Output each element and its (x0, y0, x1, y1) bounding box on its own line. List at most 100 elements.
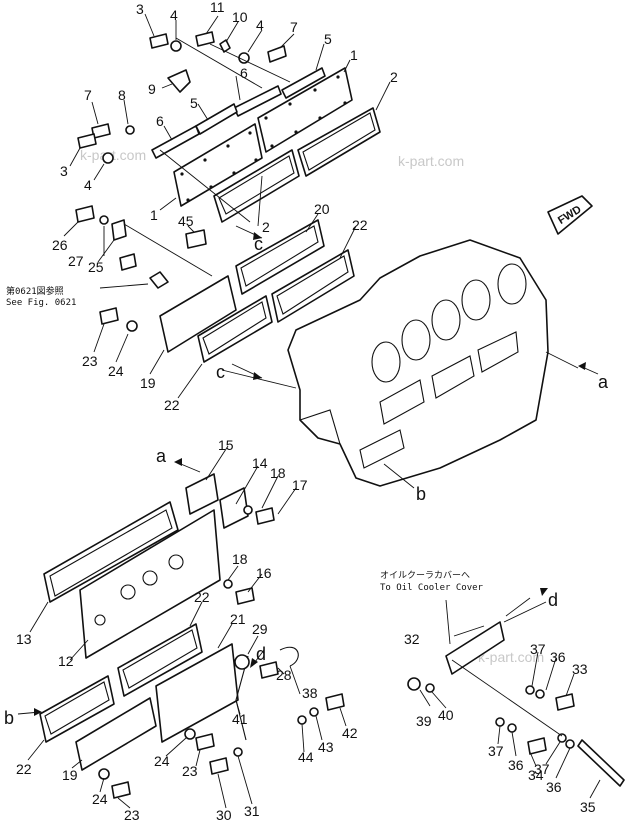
fitting-9 (167, 69, 191, 93)
bolt-34 (527, 737, 547, 755)
oil-cooler-cover-group (407, 621, 625, 787)
part-number-19: 19 (62, 767, 78, 783)
part-number-37: 37 (488, 743, 504, 759)
part-number-1: 1 (350, 47, 358, 63)
washer-24-c (98, 768, 110, 780)
part-number-25: 25 (88, 259, 104, 275)
part-number-23: 23 (124, 807, 140, 822)
ref-letter-a: a (156, 446, 167, 466)
nut-39 (407, 677, 421, 691)
note-oil-cooler-en: To Oil Cooler Cover (380, 583, 484, 593)
ref-letter-a: a (598, 372, 609, 392)
bolt-11 (195, 31, 215, 47)
ref-letter-d: d (256, 644, 266, 664)
part-number-26: 26 (52, 237, 68, 253)
ref-letter-b: b (416, 484, 426, 504)
gasket-22-upper (271, 249, 355, 323)
part-number-36: 36 (508, 757, 524, 773)
bolt-23-c (111, 781, 131, 799)
part-number-32: 32 (404, 631, 420, 647)
gasket-22-lower (197, 295, 273, 363)
part-number-18: 18 (232, 551, 248, 567)
part-number-29: 29 (252, 621, 268, 637)
note-see-fig-en: See Fig. 0621 (6, 298, 76, 308)
washer-18 (243, 505, 253, 515)
part-number-22: 22 (164, 397, 180, 413)
gasket-2-lower (213, 149, 300, 223)
clip-38 (279, 646, 299, 667)
part-number-15: 15 (218, 437, 234, 453)
part-number-5: 5 (324, 31, 332, 47)
bolt-26 (75, 205, 95, 223)
strip-5-upper (281, 67, 326, 99)
part-number-18: 18 (270, 465, 286, 481)
notes: 第0621図参照 See Fig. 0621 オイルクーラカバーへ To Oil… (6, 285, 484, 593)
washer-37-b (495, 717, 505, 727)
part-number-1: 1 (150, 207, 158, 223)
strip-5-lower (195, 103, 238, 135)
bracket-32 (445, 621, 505, 675)
ref-letter-d: d (548, 590, 558, 610)
leader-lines (27, 13, 601, 809)
part-number-27: 27 (68, 253, 84, 269)
upper-cover-plates (151, 67, 381, 223)
part-number-3: 3 (60, 163, 68, 179)
part-number-6: 6 (240, 65, 248, 81)
bolt-part (119, 253, 137, 271)
part-number-9: 9 (148, 81, 156, 97)
note-oil-cooler-jp: オイルクーラカバーへ (380, 570, 470, 581)
cover-plate-12 (79, 509, 221, 659)
part-number-41: 41 (232, 711, 248, 727)
cover-plate-21 (155, 643, 239, 743)
strip-6-upper (233, 85, 282, 117)
washer-36 (535, 689, 545, 699)
washer-31 (233, 747, 243, 757)
part-number-23: 23 (182, 763, 198, 779)
bolt-17 (255, 507, 275, 525)
reference-arrows (17, 225, 599, 716)
part-number-8: 8 (118, 87, 126, 103)
gasket-20 (235, 219, 325, 295)
middle-left-group (75, 205, 355, 363)
part-number-6: 6 (156, 113, 164, 129)
washer-24-b (184, 728, 196, 740)
part-number-23: 23 (82, 353, 98, 369)
bolt-3-upper (149, 33, 169, 49)
part-number-44: 44 (298, 749, 314, 765)
ref-letter-c: c (216, 362, 225, 382)
part-number-22: 22 (194, 589, 210, 605)
part-number-35: 35 (580, 799, 596, 815)
part-number-39: 39 (416, 713, 432, 729)
part-number-14: 14 (252, 455, 268, 471)
part-number-21: 21 (230, 611, 246, 627)
part-number-24: 24 (108, 363, 124, 379)
bracket-25 (111, 219, 127, 241)
part-number-24: 24 (154, 753, 170, 769)
part-number-22: 22 (352, 217, 368, 233)
part-number-24: 24 (92, 791, 108, 807)
washer-18-b (223, 579, 233, 589)
ref-letter-c: c (254, 234, 263, 254)
gasket-22-bottom (117, 623, 203, 697)
part-number-11: 11 (210, 0, 225, 15)
label-plate-45 (185, 229, 207, 249)
washer-4 (170, 40, 182, 52)
washer-37 (525, 685, 535, 695)
bolt-16 (235, 587, 255, 605)
bolt-7-upper (267, 45, 287, 63)
strip-6-lower (151, 125, 200, 159)
gasket-22-left (39, 675, 115, 743)
part-number-28: 28 (276, 667, 292, 683)
part-number-42: 42 (342, 725, 358, 741)
bolt-35 (577, 739, 625, 787)
part-number-38: 38 (302, 685, 318, 701)
part-number-33: 33 (572, 661, 588, 677)
washer-27 (99, 215, 109, 225)
reference-letters: c c a b a b d d (4, 234, 609, 728)
part-number-37: 37 (530, 641, 546, 657)
washer-36-c (565, 739, 575, 749)
plate-14 (219, 487, 249, 529)
part-number-30: 30 (216, 807, 232, 822)
